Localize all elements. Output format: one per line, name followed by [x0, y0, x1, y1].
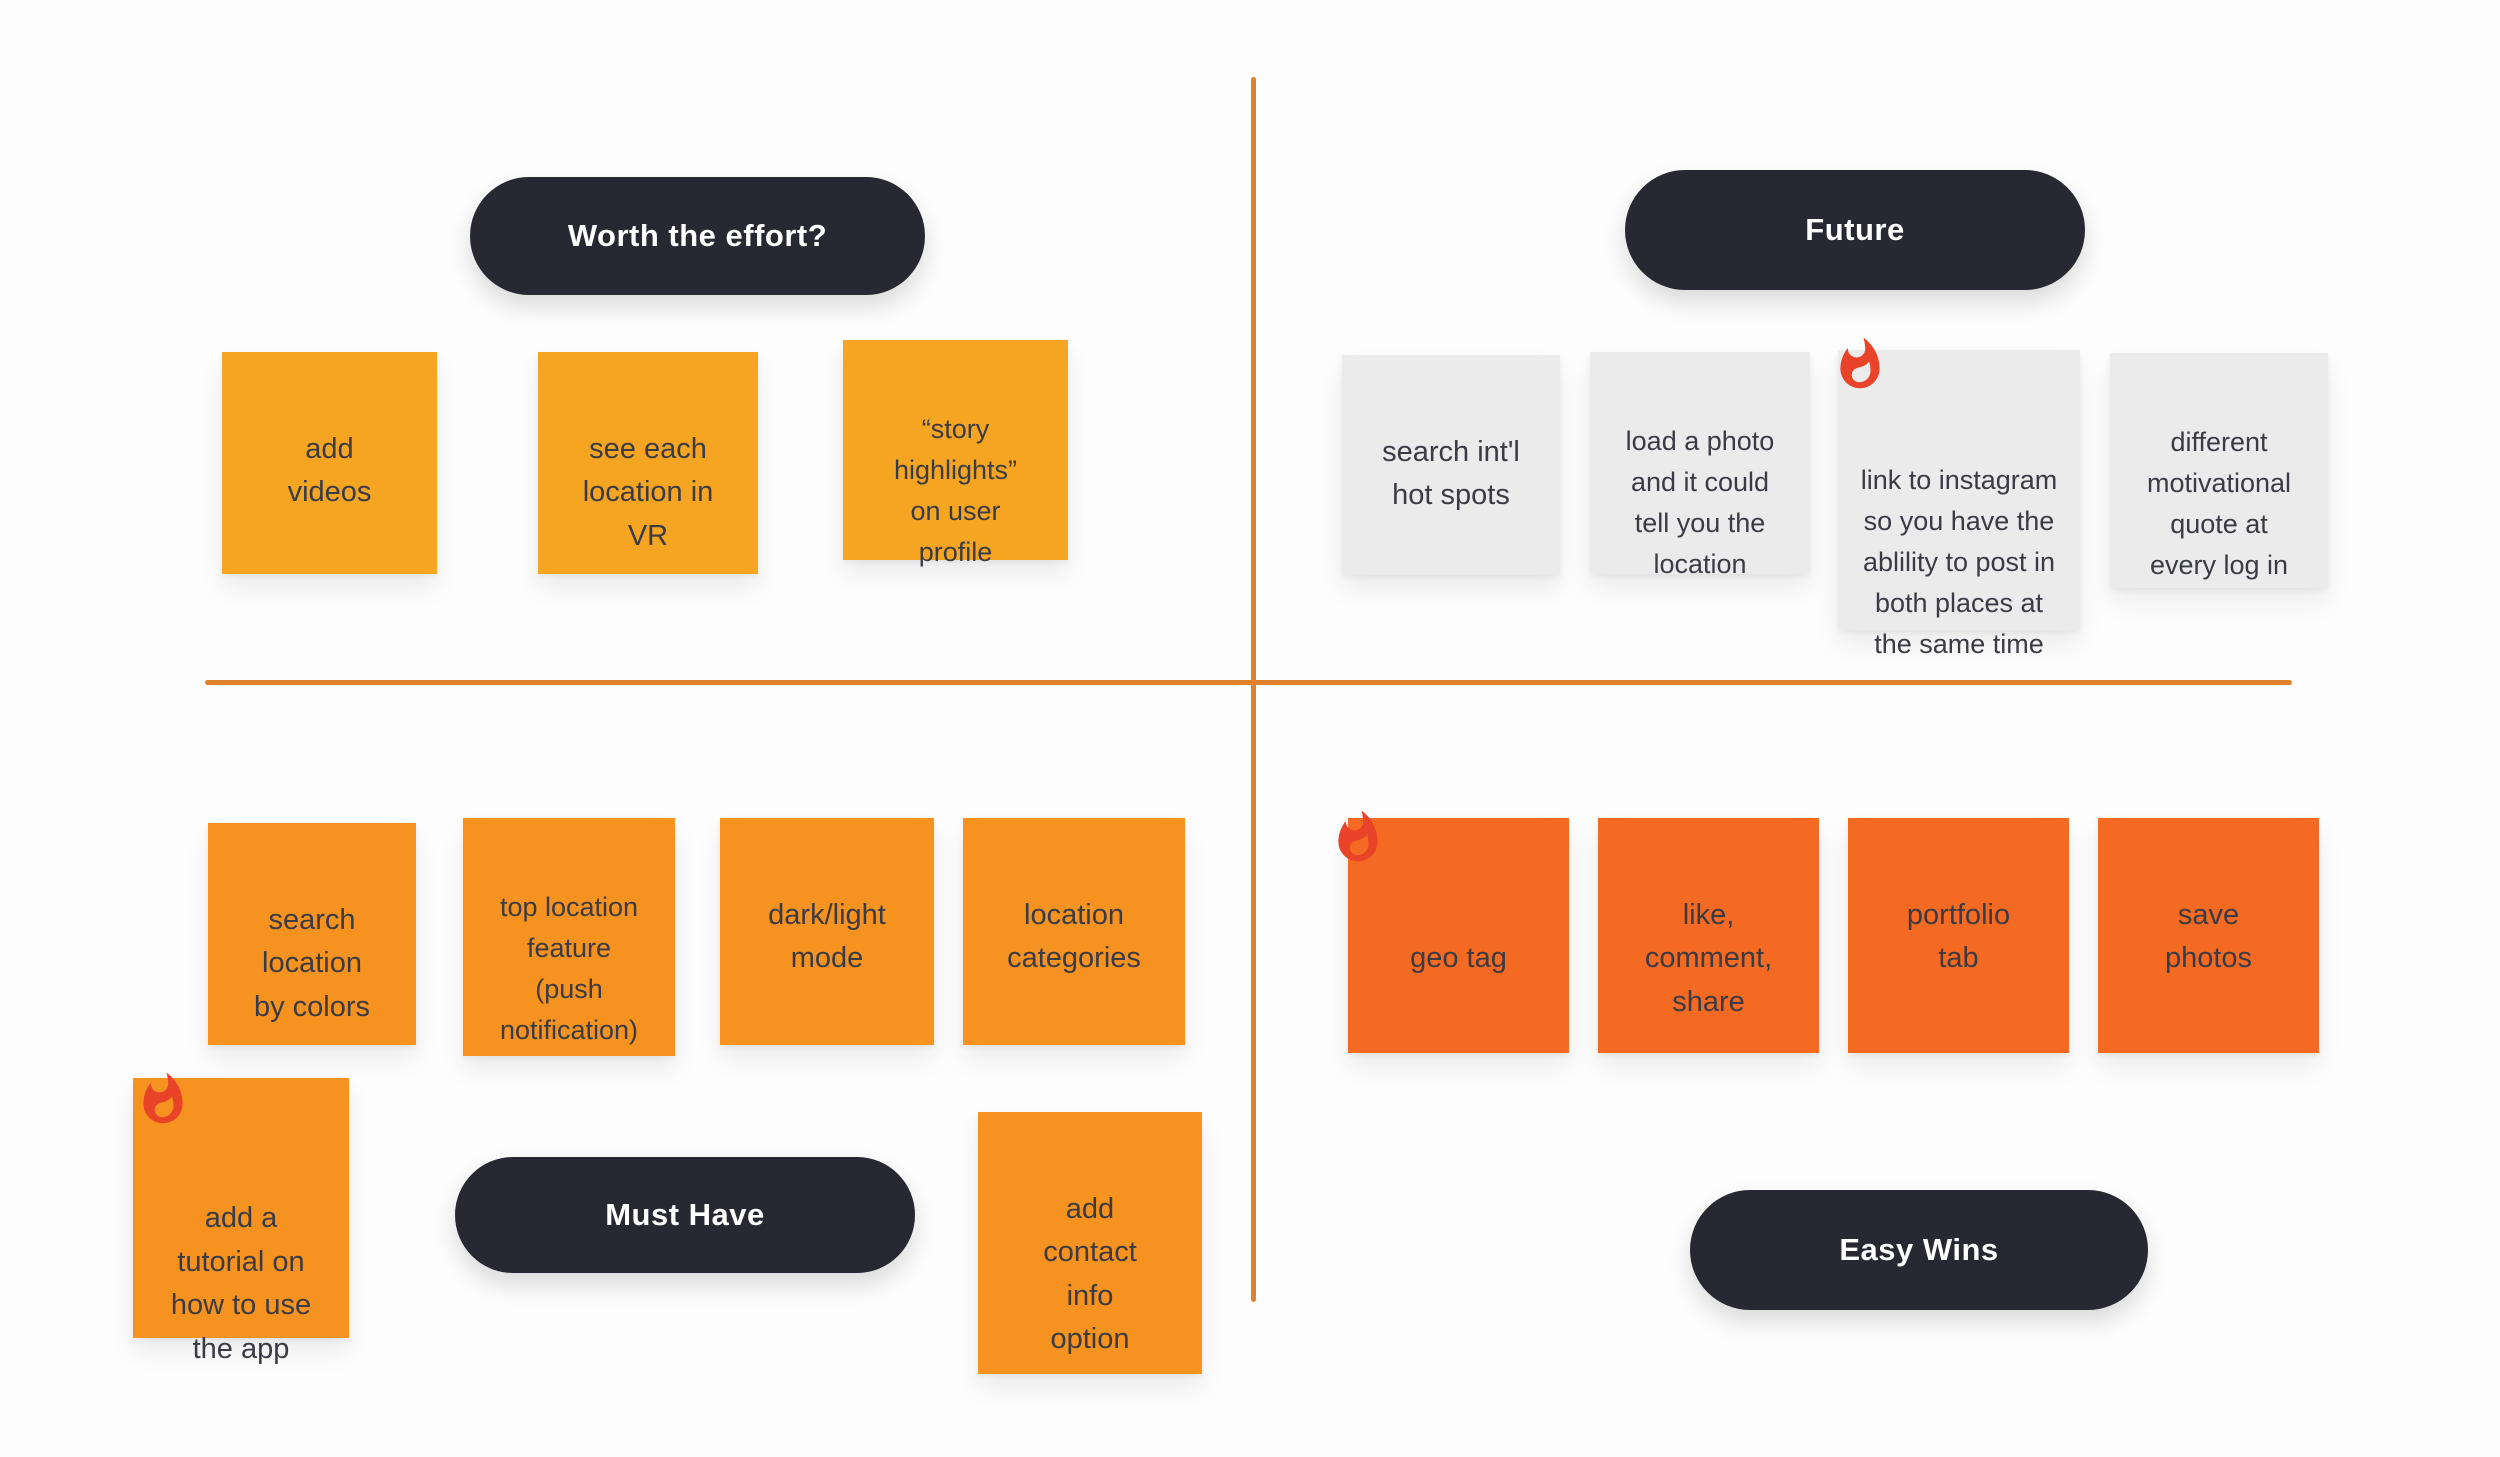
horizontal-axis-line [205, 680, 2292, 685]
sticky-note-text: save photos [2164, 898, 2253, 975]
sticky-note-save-photos[interactable]: save photos [2098, 818, 2319, 1053]
sticky-note-text: load a photo and it could tell you the l… [1625, 426, 1775, 580]
sticky-note-text: location categories [1007, 898, 1141, 975]
sticky-note-text: top location feature (push notification) [499, 892, 639, 1046]
sticky-note-text: geo tag [1410, 942, 1507, 974]
sticky-note-add-videos[interactable]: add videos [222, 352, 437, 574]
sticky-note-text: “story highlights” on user profile [893, 414, 1018, 568]
quadrant-label-text: Easy Wins [1839, 1232, 1999, 1267]
sticky-note-text: different motivational quote at every lo… [2146, 427, 2292, 581]
quadrant-label-must-have[interactable]: Must Have [455, 1157, 915, 1273]
sticky-note-text: portfolio tab [1906, 898, 2011, 975]
sticky-note-search-intl-hot-spots[interactable]: search int'l hot spots [1342, 355, 1560, 575]
sticky-note-dark-light-mode[interactable]: dark/light mode [720, 818, 934, 1045]
sticky-note-story-highlights[interactable]: “story highlights” on user profile [843, 340, 1068, 567]
quadrant-label-text: Worth the effort? [567, 218, 828, 253]
sticky-note-text: add contact info option [1043, 1192, 1137, 1356]
fire-icon[interactable] [1832, 290, 1888, 389]
sticky-note-text: like, comment, share [1644, 898, 1773, 1018]
fire-icon[interactable] [1330, 760, 1386, 861]
quadrant-label-future[interactable]: Future [1625, 170, 2085, 290]
sticky-note-like-comment-share[interactable]: like, comment, share [1598, 818, 1819, 1053]
sticky-note-geo-tag[interactable]: geo tag [1338, 810, 1569, 1053]
sticky-note-link-to-instagram[interactable]: link to instagram so you have the ablili… [1838, 337, 2080, 659]
sticky-note-text: see each location in VR [582, 432, 714, 552]
sticky-note-load-a-photo[interactable]: load a photo and it could tell you the l… [1590, 352, 1810, 579]
sticky-note-text: add videos [287, 432, 372, 509]
sticky-note-text: add a tutorial on how to use the app [170, 1202, 312, 1365]
quadrant-label-text: Must Have [605, 1197, 765, 1232]
quadrant-label-worth-the-effort[interactable]: Worth the effort? [470, 177, 925, 295]
sticky-note-add-contact-info[interactable]: add contact info option [978, 1112, 1202, 1374]
sticky-note-motivational-quote[interactable]: different motivational quote at every lo… [2110, 353, 2328, 588]
sticky-note-search-location-by-colors[interactable]: search location by colors [208, 823, 416, 1045]
sticky-note-text: search location by colors [253, 903, 371, 1023]
sticky-note-text: link to instagram so you have the ablili… [1860, 465, 2058, 660]
vertical-axis-line [1251, 77, 1256, 1302]
sticky-note-top-location-feature[interactable]: top location feature (push notification) [463, 818, 675, 1056]
quadrant-label-text: Future [1805, 212, 1905, 247]
sticky-note-add-a-tutorial[interactable]: add a tutorial on how to use the app [133, 1072, 349, 1365]
sticky-note-text: dark/light mode [768, 898, 886, 975]
sticky-note-see-each-location-in-vr[interactable]: see each location in VR [538, 352, 758, 574]
sticky-note-text: search int'l hot spots [1382, 435, 1520, 512]
fire-icon[interactable] [135, 1022, 191, 1123]
sticky-note-location-categories[interactable]: location categories [963, 818, 1185, 1045]
quadrant-label-easy-wins[interactable]: Easy Wins [1690, 1190, 2148, 1310]
sticky-note-portfolio-tab[interactable]: portfolio tab [1848, 818, 2069, 1053]
